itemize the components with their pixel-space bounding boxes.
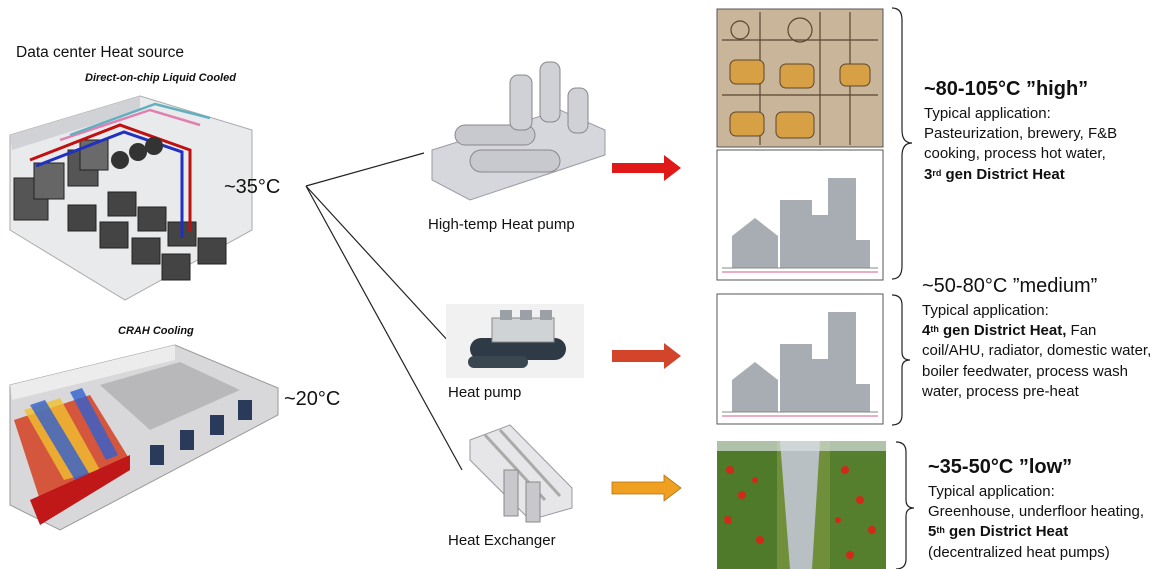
tier-high: ~80-105°C ”high” Typical application: Pa…	[924, 78, 1149, 185]
heat-source-title: Data center Heat source	[16, 44, 185, 61]
tier-low: ~35-50°C ”low” Typical application: Gree…	[928, 456, 1154, 563]
crah-cooling-caption: CRAH Cooling	[118, 325, 194, 337]
tier-low-applications: Greenhouse, underfloor heating,	[928, 503, 1144, 521]
tier-medium-line1: Typical application:	[922, 302, 1049, 319]
city-district-heat-image-high	[716, 149, 884, 281]
bracket-low	[895, 441, 915, 569]
branch-lines	[305, 152, 463, 471]
brewery-sketch-image	[716, 8, 884, 148]
tier-medium-generation: 4th gen District Heat,	[922, 322, 1067, 340]
branch-to-high-temp-heat-pump	[305, 152, 425, 187]
tier-high-description: Typical application: Pasteurization, bre…	[924, 104, 1149, 185]
branch-to-heat-pump	[305, 185, 451, 344]
high-temp-heat-pump-illustration	[431, 61, 606, 201]
bracket-medium	[891, 294, 911, 426]
tier-medium-applications: Fan coil/AHU, radiator, domestic water, …	[922, 322, 1152, 400]
tier-high-title: ~80-105°C ”high”	[924, 78, 1089, 100]
heat-pump-illustration	[446, 304, 584, 378]
tier-high-generation: 3rd gen District Heat	[924, 165, 1065, 183]
tier-low-note: (decentralized heat pumps)	[928, 543, 1110, 561]
tier-high-line2: Pasteurization, brewery, F&B	[924, 125, 1118, 143]
tier-low-description: Typical application: Greenhouse, underfl…	[928, 482, 1154, 563]
tier-medium-title: ~50-80°C ”medium”	[922, 275, 1098, 297]
bracket-high	[891, 7, 913, 280]
tier-medium-description: Typical application: 4th gen District He…	[922, 301, 1152, 402]
liquid-cooled-datacenter-illustration	[9, 95, 253, 301]
branch-to-heat-exchanger	[305, 185, 463, 471]
greenhouse-tomato-image	[717, 441, 886, 569]
crah-datacenter-illustration	[9, 344, 279, 531]
heat-pump-label: Heat pump	[448, 384, 522, 401]
tier-high-line1: Typical application:	[924, 105, 1051, 122]
liquid-cooled-temperature: ~35°C	[224, 176, 281, 198]
arrow-low	[611, 474, 682, 502]
tier-medium: ~50-80°C ”medium” Typical application: 4…	[922, 275, 1152, 402]
liquid-cooled-caption: Direct-on-chip Liquid Cooled	[85, 72, 236, 84]
tier-low-generation: 5th gen District Heat	[928, 523, 1069, 541]
tier-low-title: ~35-50°C ”low”	[928, 456, 1073, 478]
high-temp-heat-pump-label: High-temp Heat pump	[428, 216, 575, 233]
heat-exchanger-illustration	[469, 424, 573, 523]
heat-exchanger-label: Heat Exchanger	[448, 532, 556, 549]
arrow-high	[612, 155, 681, 181]
city-district-heat-image-medium	[716, 293, 884, 425]
tier-high-line3: cooking, process hot water,	[924, 145, 1106, 163]
crah-temperature: ~20°C	[284, 388, 341, 410]
tier-low-line1: Typical application:	[928, 483, 1055, 500]
arrow-medium	[612, 343, 681, 369]
